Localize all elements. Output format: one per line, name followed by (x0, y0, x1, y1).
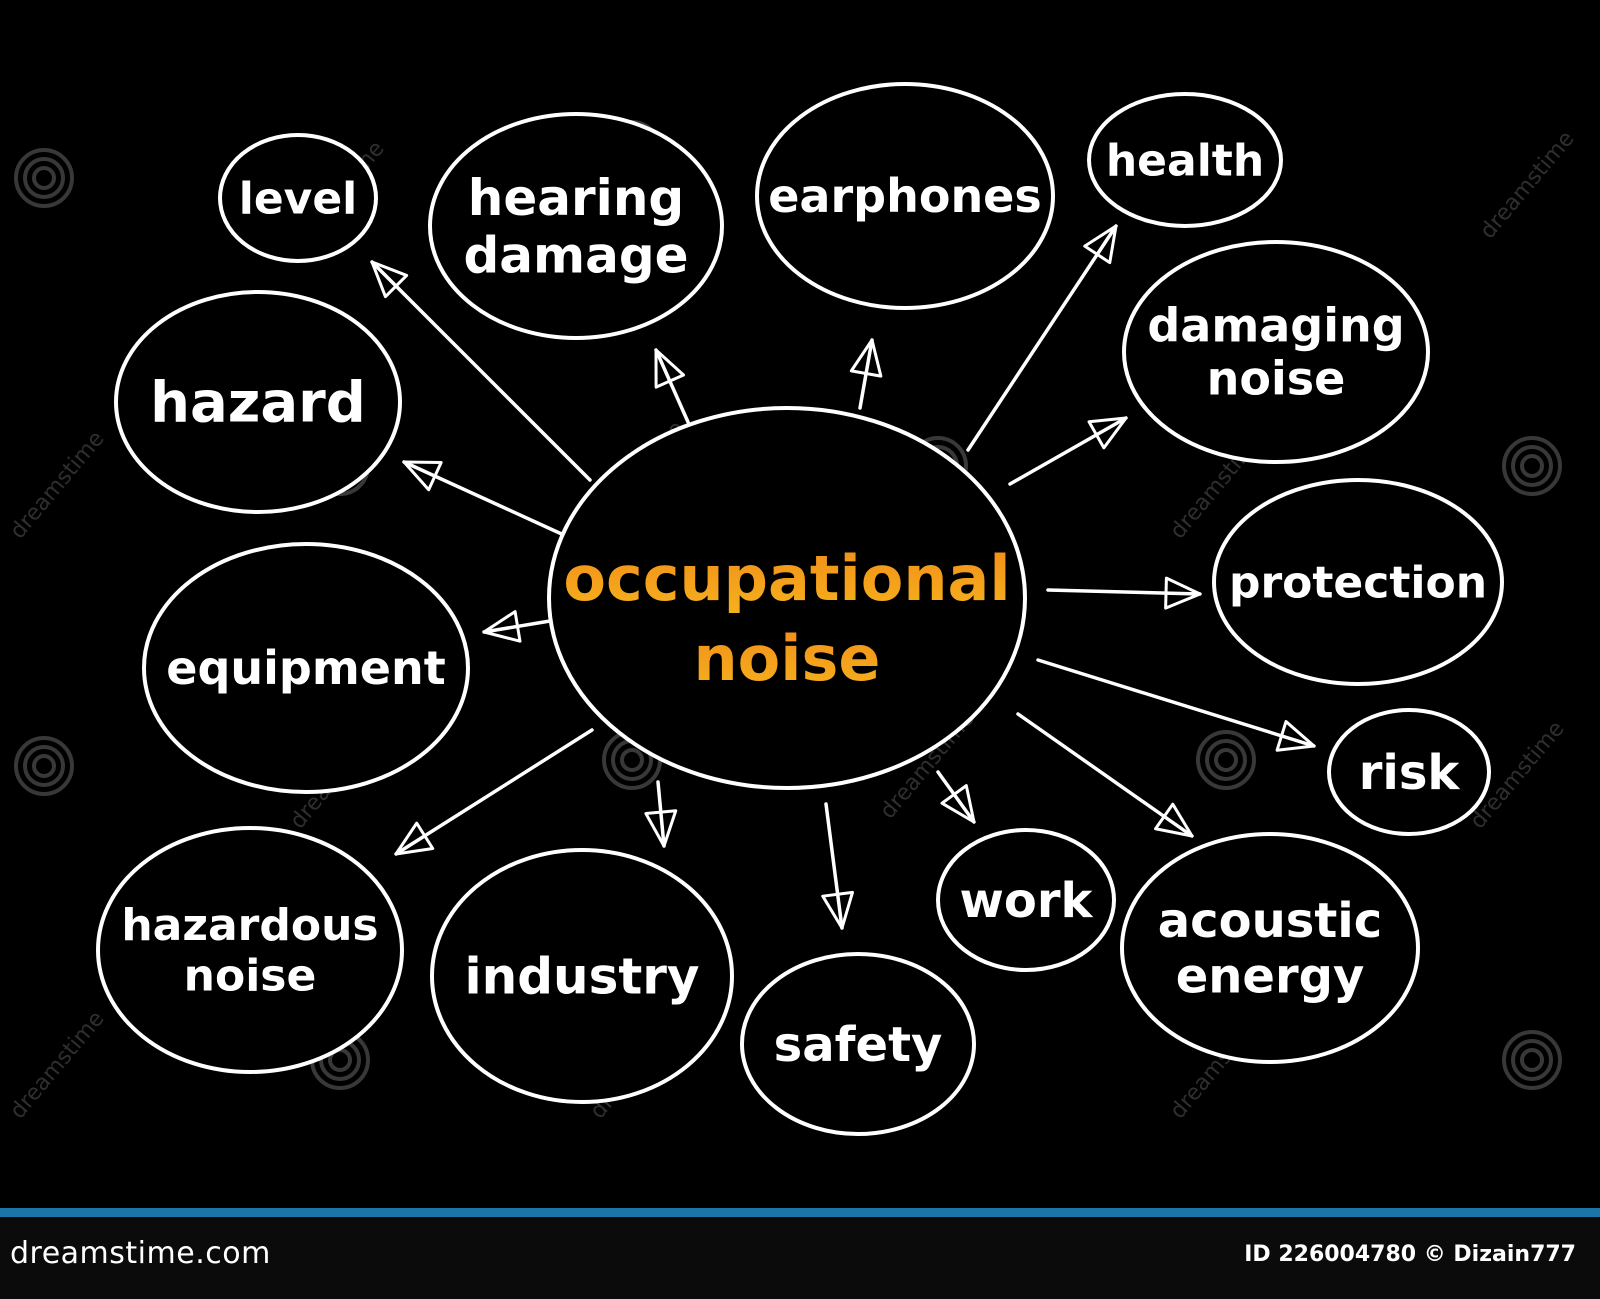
node-label-hearing-damage-line1: hearing (468, 169, 684, 227)
connector-industry (656, 780, 666, 848)
connector-hazardous-noise (394, 728, 594, 856)
center-ellipse (547, 406, 1027, 790)
node-label-safety: safety (774, 1017, 943, 1073)
arrowhead-safety (821, 890, 855, 930)
node-label-level: level (239, 173, 358, 224)
node-label-hearing-damage-line2: damage (463, 226, 688, 284)
arrowhead-health (1083, 224, 1118, 265)
node-ellipse-hazardous-noise (96, 826, 404, 1074)
watermark-spiral-icon (1502, 436, 1562, 496)
connector-health (966, 224, 1118, 452)
arrowhead-hearing-damage (654, 348, 686, 389)
node-ellipse-level (218, 133, 378, 263)
node-label-equipment: equipment (166, 641, 445, 695)
arrowhead-equipment (482, 610, 522, 643)
connector-work (936, 770, 976, 824)
node-health: health (1087, 92, 1283, 228)
connector-hazard (402, 460, 568, 538)
footer-brand[interactable]: dreamstime.com (10, 1236, 271, 1271)
node-ellipse-work (936, 828, 1116, 972)
node-label-damaging-noise-line1: damaging (1147, 299, 1404, 353)
node-label-protection: protection (1229, 557, 1487, 608)
arrow-layer (370, 224, 1316, 930)
node-label-industry: industry (464, 948, 699, 1006)
node-label-acoustic-energy-line2: energy (1176, 948, 1365, 1004)
arrowhead-risk (1275, 720, 1316, 752)
node-label-damaging-noise-line2: noise (1207, 352, 1346, 406)
footer-accent-strip (0, 1208, 1600, 1217)
node-work: work (936, 828, 1116, 972)
node-ellipse-safety (740, 952, 976, 1136)
node-label-earphones: earphones (768, 169, 1042, 223)
node-ellipse-industry (430, 848, 734, 1104)
footer-image-id: ID 226004780 © Dizain777 (1244, 1242, 1576, 1267)
watermark-text: dreamstime (1475, 127, 1579, 244)
watermark-spiral-icon (14, 148, 74, 208)
arrowhead-acoustic-energy (1154, 802, 1194, 838)
node-label-risk: risk (1359, 745, 1461, 801)
node-ellipse-hazard (114, 290, 402, 514)
node-ellipse-acoustic-energy (1120, 832, 1420, 1064)
connector-safety (824, 802, 844, 930)
arrowhead-hazardous-noise (394, 821, 435, 856)
node-label-work: work (960, 873, 1094, 929)
arrowhead-earphones (849, 338, 883, 378)
center-label-line2: noise (694, 622, 881, 695)
node-ellipse-equipment (142, 542, 470, 794)
connector-equipment (482, 618, 558, 634)
arrowhead-hazard (402, 460, 443, 492)
node-equipment: equipment (142, 542, 470, 794)
node-ellipse-damaging-noise (1122, 240, 1430, 464)
node-industry: industry (430, 848, 734, 1104)
center-label-line1: occupational (563, 542, 1010, 615)
connector-damaging-noise (1008, 416, 1128, 486)
node-risk: risk (1327, 708, 1491, 836)
arrowhead-damaging-noise (1087, 416, 1128, 450)
connector-acoustic-energy (1016, 712, 1194, 838)
node-safety: safety (740, 952, 976, 1136)
watermark-spiral-icon (1196, 730, 1256, 790)
node-level: level (218, 133, 378, 263)
node-earphones: earphones (755, 82, 1055, 310)
node-ellipse-hearing-damage (428, 112, 724, 340)
footer-bar: dreamstime.com ID 226004780 © Dizain777 (0, 1208, 1600, 1299)
center-node: occupational noise (547, 406, 1027, 790)
node-hazard: hazard (114, 290, 402, 514)
node-label-health: health (1106, 135, 1264, 186)
node-ellipse-protection (1212, 478, 1504, 686)
watermark-spiral-icon (14, 736, 74, 796)
node-ellipse-earphones (755, 82, 1055, 310)
node-ellipse-health (1087, 92, 1283, 228)
node-label-acoustic-energy-line1: acoustic (1158, 893, 1382, 949)
connector-level (370, 260, 592, 482)
arrowhead-industry (644, 809, 678, 848)
watermark-text: dreamstime (5, 427, 109, 544)
connector-hearing-damage (654, 348, 690, 424)
arrowhead-level (370, 260, 409, 299)
node-protection: protection (1212, 478, 1504, 686)
arrowhead-protection (1164, 576, 1202, 610)
node-label-hazardous-noise-line1: hazardous (121, 900, 378, 951)
node-ellipse-risk (1327, 708, 1491, 836)
watermark-text: dreamstime (5, 1007, 109, 1124)
connector-protection (1046, 588, 1202, 596)
connector-risk (1036, 658, 1316, 748)
node-label-hazardous-noise-line2: noise (184, 951, 317, 1002)
node-label-hazard: hazard (150, 371, 366, 436)
arrowhead-work (940, 784, 976, 824)
watermark-spiral-icon (1502, 1030, 1562, 1090)
